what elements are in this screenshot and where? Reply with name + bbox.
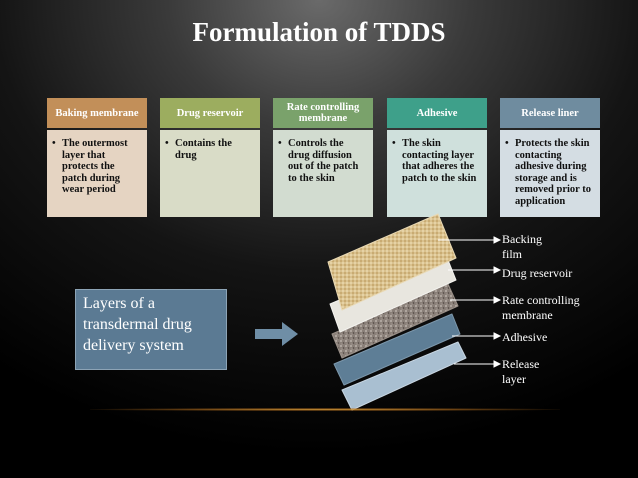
bullet-icon: • <box>52 138 56 149</box>
label-drug-reservoir: Drug reservoir <box>502 266 573 280</box>
column-text: The skin contacting layer that adheres t… <box>402 138 477 184</box>
column-text: Protects the skin contacting adhesive du… <box>515 138 592 207</box>
column-header: Rate controlling membrane <box>273 98 373 128</box>
column-baking-membrane: Baking membrane • The outermost layer th… <box>47 98 147 217</box>
column-header: Release liner <box>500 98 600 128</box>
label-release-layer: Release layer <box>502 357 540 386</box>
slide-title: Formulation of TDDS <box>192 17 446 47</box>
bullet-icon: • <box>505 138 509 149</box>
column-text: Contains the drug <box>175 138 232 161</box>
layer-backing-film <box>327 213 457 311</box>
column-adhesive: Adhesive • The skin contacting layer tha… <box>387 98 487 217</box>
column-rate-controlling-membrane: Rate controlling membrane • Controls the… <box>273 98 373 217</box>
label-backing-film: Backing film <box>502 232 542 261</box>
column-text: Controls the drug diffusion out of the p… <box>288 138 359 184</box>
bullet-icon: • <box>392 138 396 149</box>
column-release-liner: Release liner • Protects the skin contac… <box>500 98 600 217</box>
pointer-arrow-icon <box>493 296 502 304</box>
layer-adhesive <box>333 313 461 386</box>
pointer-arrow-icon <box>493 332 502 340</box>
column-header: Adhesive <box>387 98 487 128</box>
column-header: Baking membrane <box>47 98 147 128</box>
bullet-icon: • <box>278 138 282 149</box>
column-drug-reservoir: Drug reservoir • Contains the drug <box>160 98 260 217</box>
caption-box: Layers of a transdermal drug delivery sy… <box>75 289 227 370</box>
floor-glow <box>90 408 560 411</box>
column-body: • Controls the drug diffusion out of the… <box>273 130 373 217</box>
column-header: Drug reservoir <box>160 98 260 128</box>
column-body: • Protects the skin contacting adhesive … <box>500 130 600 217</box>
layer-release <box>341 341 467 411</box>
right-arrow-icon <box>255 322 298 346</box>
pointer-arrow-icon <box>493 360 502 368</box>
label-adhesive: Adhesive <box>502 330 548 344</box>
column-text: The outermost layer that protects the pa… <box>62 138 128 195</box>
label-rate-controlling-membrane: Rate controlling membrane <box>502 293 580 322</box>
bullet-icon: • <box>165 138 169 149</box>
column-body: • Contains the drug <box>160 130 260 217</box>
pointer-arrow-icon <box>493 266 502 274</box>
column-body: • The outermost layer that protects the … <box>47 130 147 217</box>
pointer-arrow-icon <box>493 236 502 244</box>
column-body: • The skin contacting layer that adheres… <box>387 130 487 217</box>
